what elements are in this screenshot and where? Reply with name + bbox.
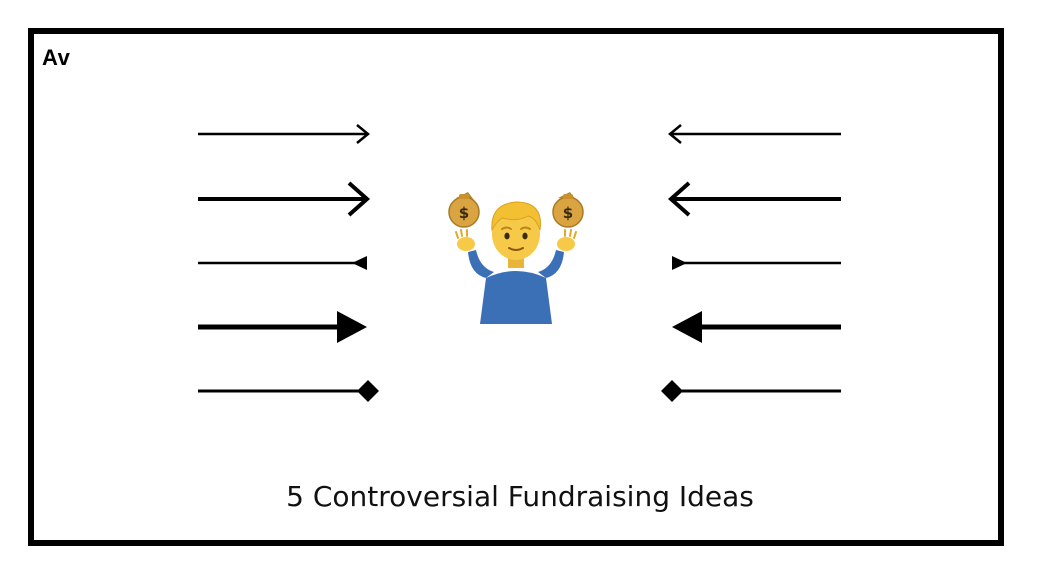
face-icon: [491, 201, 541, 260]
money-bag-right-icon: $: [552, 192, 584, 228]
arrow-large-triangle-left-icon: [672, 311, 841, 343]
arrow-thin-chevron-right-icon: [198, 124, 370, 144]
arrow-small-triangle-right-icon: [198, 256, 367, 270]
svg-text:$: $: [563, 204, 573, 222]
person-shrugging-with-money-bags-icon: $ $: [448, 192, 584, 324]
hand-left-icon: [455, 229, 475, 251]
arrow-diamond-left-icon: [661, 380, 841, 402]
arrow-diamond-right-icon: [198, 380, 379, 402]
left-arrow-column: [198, 124, 379, 402]
logo: Av: [42, 45, 71, 70]
caption-title: 5 Controversial Fundraising Ideas: [286, 480, 754, 513]
arrow-thick-chevron-left-icon: [667, 181, 841, 217]
hand-right-icon: [557, 229, 577, 251]
svg-text:$: $: [459, 204, 469, 222]
arrow-thin-chevron-left-icon: [668, 124, 841, 144]
right-arrow-column: [661, 124, 841, 402]
arrow-small-triangle-left-icon: [672, 256, 841, 270]
arrow-large-triangle-right-icon: [198, 311, 367, 343]
arrow-thick-chevron-right-icon: [198, 181, 371, 217]
money-bag-left-icon: $: [448, 192, 480, 228]
